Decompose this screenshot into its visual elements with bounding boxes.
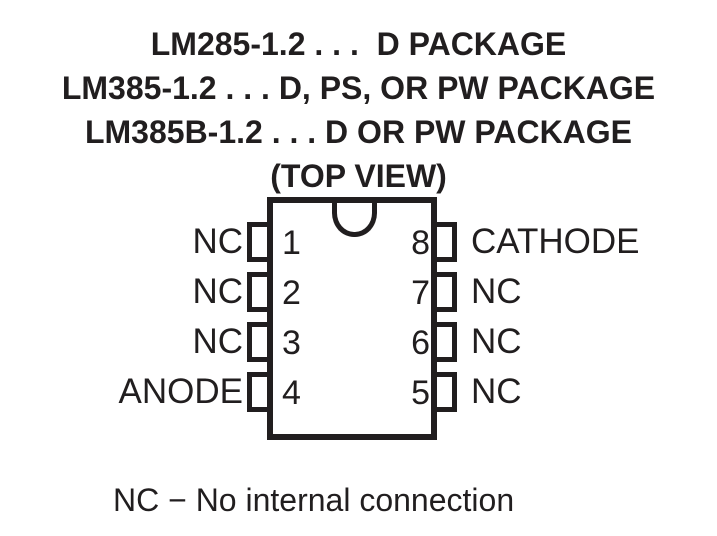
package-title-line-2: LM385-1.2 . . . D, PS, OR PW PACKAGE <box>61 70 656 106</box>
pin-4-stub <box>247 372 272 412</box>
pin1-orientation-notch-icon <box>332 203 377 237</box>
pin-7-label: NC <box>471 272 522 311</box>
package-title-line-1: LM285-1.2 . . . D PACKAGE <box>150 26 567 62</box>
pin-1-number: 1 <box>282 224 301 262</box>
pin-1-label: NC <box>192 222 243 261</box>
pin-4-number: 4 <box>282 374 301 412</box>
pin-6-label: NC <box>471 322 522 361</box>
pin-8-number: 8 <box>411 224 430 262</box>
pin-5-stub <box>432 372 457 412</box>
pin-3-label: NC <box>192 322 243 361</box>
pin-2-label: NC <box>192 272 243 311</box>
pin-4-label: ANODE <box>118 372 243 411</box>
pin-7-number: 7 <box>411 274 430 312</box>
pin-3-number: 3 <box>282 324 301 362</box>
nc-footnote: NC − No internal connection <box>113 482 515 518</box>
top-view-label: (TOP VIEW) <box>270 158 447 194</box>
package-title-line-3: LM385B-1.2 . . . D OR PW PACKAGE <box>84 114 633 150</box>
pin-3-stub <box>247 322 272 362</box>
pin-2-number: 2 <box>282 274 301 312</box>
pin-6-number: 6 <box>411 324 430 362</box>
pin-5-label: NC <box>471 372 522 411</box>
pin-1-stub <box>247 222 272 262</box>
pin-8-stub <box>432 222 457 262</box>
pin-6-stub <box>432 322 457 362</box>
title-block: LM285-1.2 . . . D PACKAGE LM385-1.2 . . … <box>0 22 717 198</box>
pin-5-number: 5 <box>411 374 430 412</box>
ic-package-body <box>267 197 437 440</box>
pin-7-stub <box>432 272 457 312</box>
pin-8-label: CATHODE <box>471 222 640 261</box>
pin-2-stub <box>247 272 272 312</box>
